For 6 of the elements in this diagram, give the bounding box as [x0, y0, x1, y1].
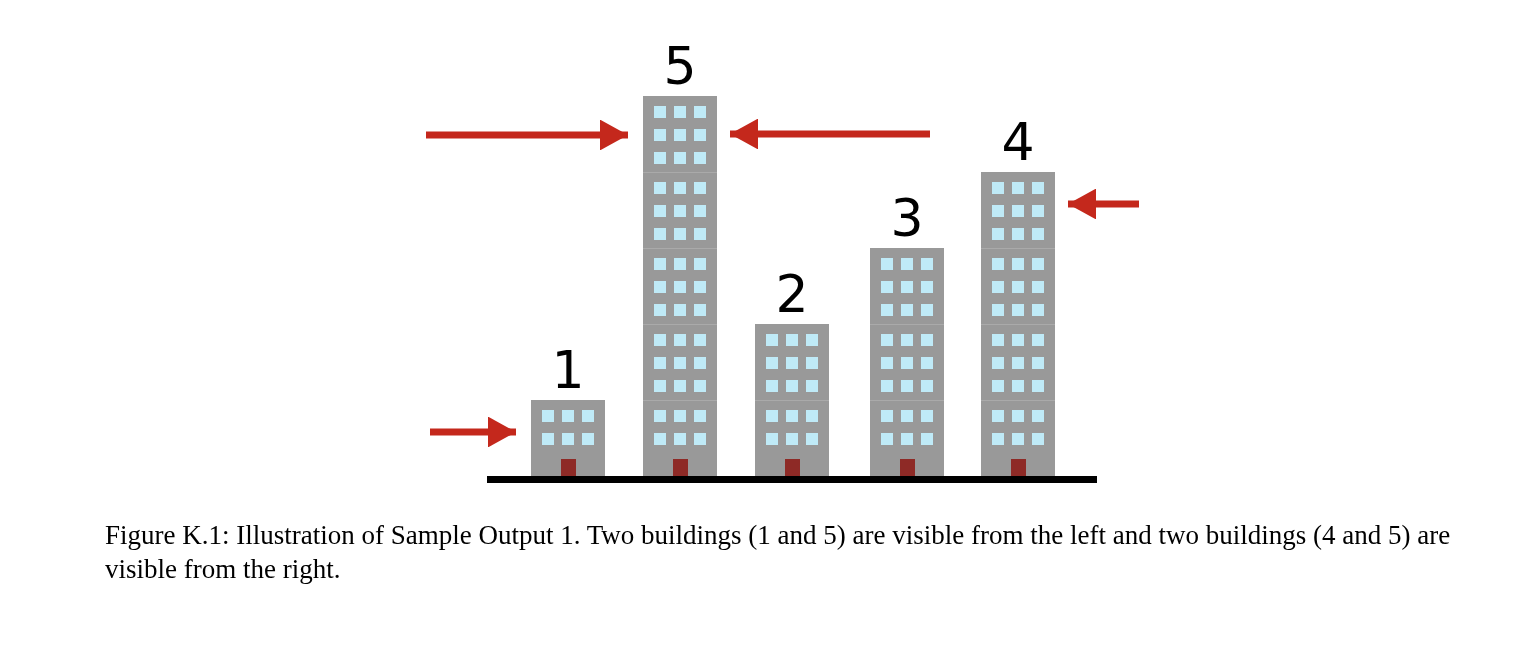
building-number: 3 — [889, 188, 925, 248]
building-number: 4 — [1000, 112, 1036, 172]
building-number: 2 — [774, 264, 810, 324]
building-number: 5 — [662, 36, 698, 96]
building-number: 1 — [550, 340, 586, 400]
figure-caption: Figure K.1: Illustration of Sample Output 1. Two buildings (1 and 5) are visible from the left and two buildings (4 and 5) are visible from the right. — [105, 519, 1452, 586]
